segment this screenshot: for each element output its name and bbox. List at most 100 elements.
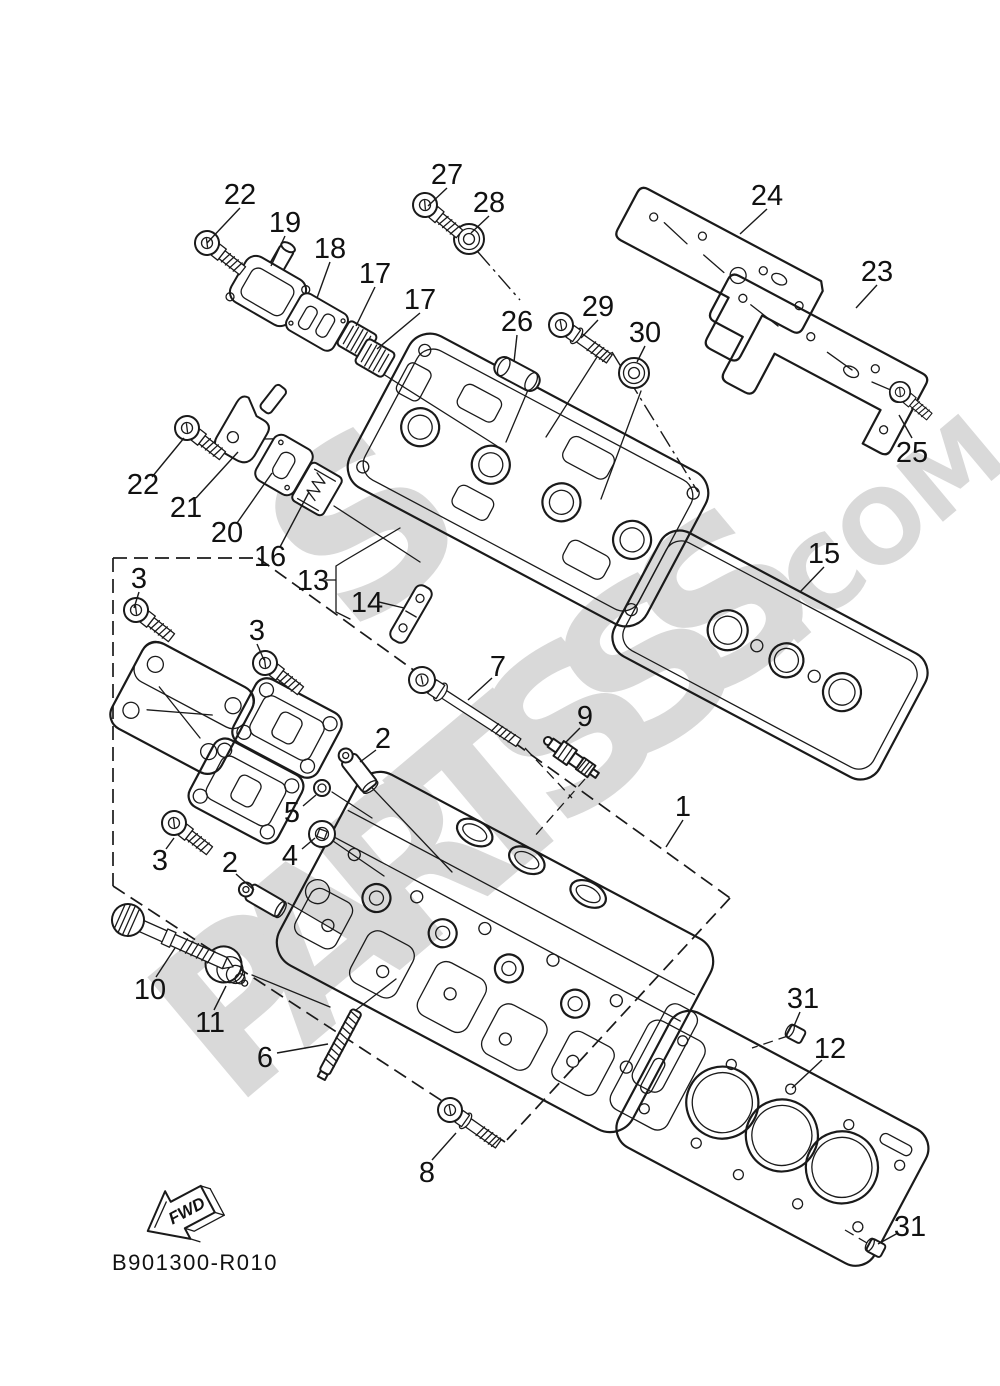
callout-14-18: 14 [351,587,383,619]
leader-line-23-8 [855,284,878,309]
callout-10-30: 10 [134,974,166,1006]
leader-line-11-31 [213,985,227,1011]
part-rocker-assembly-3 [187,737,305,845]
callout-31-33: 31 [787,983,819,1015]
callout-29-9: 29 [582,291,614,323]
leader-line-16-16 [279,491,310,548]
callout-2-24: 2 [375,723,391,755]
callout-22-13: 22 [127,469,159,501]
callout-24-7: 24 [751,180,783,212]
leader-line-3-28 [165,837,175,850]
leader-line-1-26 [665,819,684,848]
leader-line-14-18 [378,601,405,609]
callout-4-27: 4 [282,840,298,872]
leader-line-22-13 [151,437,185,478]
leader-line-6-32 [276,1043,329,1054]
callout-8-35: 8 [419,1157,435,1189]
callout-22-0: 22 [224,179,256,211]
callout-28-6: 28 [473,187,505,219]
callout-31-36: 31 [894,1211,926,1243]
part-cover-gasket [611,529,929,781]
bolt-22a [189,225,251,282]
bracket-13 [325,527,401,620]
callout-18-2: 18 [314,233,346,265]
leader-line-27-5 [427,187,448,207]
callout-15-19: 15 [808,538,840,570]
part-dowel-pin-31b [864,1237,887,1258]
callout-19-1: 19 [269,207,301,239]
assembly-dashed-boundary [112,557,731,1143]
part-grommet-30 [618,357,650,389]
callout-11-31: 11 [195,1007,225,1039]
callout-17-3: 17 [359,258,391,290]
part-dowel-pin-31a [784,1023,807,1044]
leader-line-9-23 [565,727,581,743]
leader-line-12-34 [791,1059,823,1089]
leader-line-25-12 [898,414,913,439]
part-oil-plug-4 [308,820,336,848]
bolt-8 [432,1092,507,1155]
part-dowel-pipe-26 [493,356,541,392]
leader-line-10-30 [155,947,176,978]
callout-20-15: 20 [211,517,243,549]
callout-9-23: 9 [577,701,593,733]
construction-lines [251,251,894,1244]
leader-line-19-1 [270,235,286,267]
callout-25-12: 25 [896,437,928,469]
callout-27-5: 27 [431,159,463,191]
part-breather-bracket-21 [213,383,287,464]
diagram-code: B901300-R010 [112,1250,278,1275]
callout-7-22: 7 [490,651,506,683]
leader-line-2-29 [235,873,255,891]
part-spark-plug-9 [543,736,600,779]
callout-2-29: 2 [222,847,238,879]
leader-line-7-22 [467,677,493,701]
part-valve-pad-5 [313,779,331,797]
callout-16-16: 16 [254,541,286,573]
leader-line-17-3 [355,286,376,327]
bolt-3b [247,645,309,702]
leader-line-8-35 [431,1132,457,1161]
bolt-3a [118,592,180,649]
leader-line-31-36 [877,1232,899,1245]
part-reed-valve-17b [354,338,396,378]
part-rocker-assembly-2 [231,677,343,779]
callout-3-21: 3 [249,615,265,647]
leader-line-31-33 [793,1011,801,1027]
leader-line-2-24 [359,749,377,763]
stud-bolt-6 [316,1008,362,1081]
leader-line-22-0 [206,207,241,244]
fwd-arrow: FWD [146,1184,225,1243]
leader-line-29-9 [580,319,599,339]
callout-3-28: 3 [152,845,168,877]
leader-line-4-27 [301,837,316,850]
leader-line-18-2 [316,261,331,299]
part-cylinder-head [275,770,715,1134]
leader-line-28-6 [470,215,490,234]
bolt-7 [408,666,522,748]
callout-3-20: 3 [131,563,147,595]
bolt-10 [111,903,234,970]
callout-13-17: 13 [297,565,329,597]
callout-30-11: 30 [629,317,661,349]
part-plate-23 [708,273,929,456]
leader-line-26-10 [513,334,518,363]
leader-line-24-7 [739,208,768,235]
callout-12-34: 12 [814,1033,846,1065]
part-valve-lifter-2a [337,747,379,795]
callout-1-26: 1 [675,791,691,823]
leader-line-3-21 [256,643,265,661]
leader-line-21-14 [195,451,239,499]
callout-26-10: 26 [501,306,533,338]
callout-21-14: 21 [170,492,202,524]
leader-line-17-4 [376,312,421,350]
part-head-gasket [609,1009,930,1267]
leader-line-5-25 [302,794,317,807]
part-joint-bracket-14 [389,584,433,644]
part-rocker-assembly-1 [109,640,255,775]
callout-leader-lines [133,187,913,1245]
leader-line-30-11 [636,345,646,363]
